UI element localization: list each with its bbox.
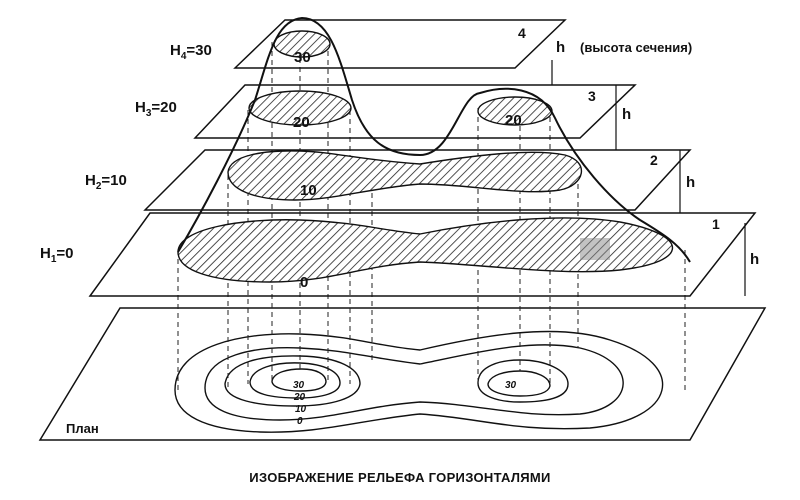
shade-mark [580,238,610,260]
plane-2 [143,149,692,211]
plane-number-4: 4 [518,25,526,41]
plane-number-3: 3 [588,88,596,104]
plan-contour-label-20: 20 [293,392,306,403]
plan-contour-30-right [487,370,551,397]
plane-label-h3: H3=20 [135,99,177,119]
plan-contour-20 [224,355,361,407]
plane-3 [193,84,637,139]
section-label-20-left: 20 [293,114,310,131]
section-20-left [248,90,352,126]
plan-contours [174,330,664,433]
section-label-30: 30 [294,49,311,66]
figure-caption: ИЗОБРАЖЕНИЕ РЕЛЬЕФА ГОРИЗОНТАЛЯМИ [249,470,551,485]
plan-contour-label-10: 10 [295,404,307,415]
plan-plane [38,307,767,441]
section-label-0: 0 [300,274,308,291]
terrain-profile [177,16,691,263]
plan-label: План [66,421,99,436]
section-label-20-right: 20 [505,112,522,129]
interval-symbol-3: h [622,106,631,123]
plane-label-h2: H2=10 [85,172,127,192]
interval-lines [551,60,746,296]
section-10 [227,150,583,201]
interval-note: (высота сечения) [580,40,692,55]
plan-right-peak-label: 30 [505,380,517,391]
plane-number-2: 2 [650,152,658,168]
plan-contour-10 [204,344,624,421]
plan-contour-label-0: 0 [297,416,303,427]
plane-label-h4: H4=30 [170,42,212,62]
plan-contour-30 [271,368,327,392]
plane-number-1: 1 [712,216,720,232]
interval-symbol-2: h [686,174,695,191]
plan-contour-20-right [477,359,569,403]
interval-symbol-1: h [750,251,759,268]
interval-symbol-4: h [556,39,565,56]
plane-label-h1: H1=0 [40,245,74,265]
section-label-10: 10 [300,182,317,199]
section-0 [177,217,673,283]
projection-lines [177,40,686,390]
plan-contour-25 [249,362,341,399]
plan-contour-0 [174,330,664,433]
plane-4 [233,19,567,69]
plan-contour-label-30: 30 [293,380,305,391]
plane-1 [88,212,757,297]
